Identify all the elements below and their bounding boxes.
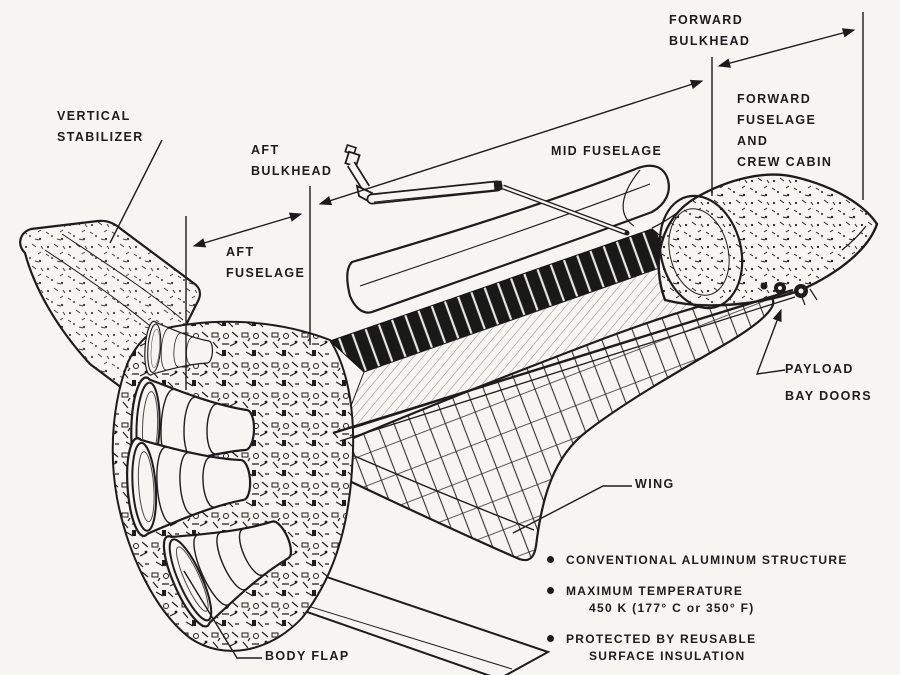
note-line: CONVENTIONAL ALUMINUM STRUCTURE — [566, 553, 848, 567]
notes-list: CONVENTIONAL ALUMINUM STRUCTURE MAXIMUM … — [547, 552, 848, 665]
callout-wing: WING — [635, 477, 675, 491]
leader-lines — [109, 139, 786, 659]
dimension-lines — [185, 12, 864, 390]
note-line: MAXIMUM TEMPERATURE — [566, 584, 744, 598]
note-line: SURFACE INSULATION — [589, 649, 746, 663]
wing-drawing — [315, 292, 775, 562]
callout-body-flap: BODY FLAP — [265, 649, 350, 663]
callout-forward-bulkhead: FORWARD BULKHEAD — [669, 13, 751, 48]
bullet-icon — [547, 587, 554, 594]
note-line: 450 K (177° C or 350° F) — [589, 601, 755, 615]
crew-cabin-drawing — [657, 173, 879, 310]
callout-vertical-stabilizer: VERTICAL STABILIZER — [57, 109, 144, 144]
callout-payload-bay-doors: PAYLOAD BAY DOORS — [785, 362, 872, 403]
note-item: PROTECTED BY REUSABLE SURFACE INSULATION — [547, 631, 848, 665]
bullet-icon — [547, 635, 554, 642]
callout-mid-fuselage: MID FUSELAGE — [551, 144, 663, 158]
callout-forward-fuselage-crew-cabin: FORWARD FUSELAGE AND CREW CABIN — [737, 92, 833, 169]
note-item: MAXIMUM TEMPERATURE 450 K (177° C or 350… — [547, 583, 848, 617]
note-line: PROTECTED BY REUSABLE — [566, 632, 757, 646]
note-item: CONVENTIONAL ALUMINUM STRUCTURE — [547, 552, 848, 569]
callout-aft-bulkhead: AFT BULKHEAD — [251, 143, 333, 178]
callout-aft-fuselage: AFT FUSELAGE — [226, 245, 306, 280]
door-sill-drawing — [332, 282, 808, 442]
bullet-icon — [547, 556, 554, 563]
